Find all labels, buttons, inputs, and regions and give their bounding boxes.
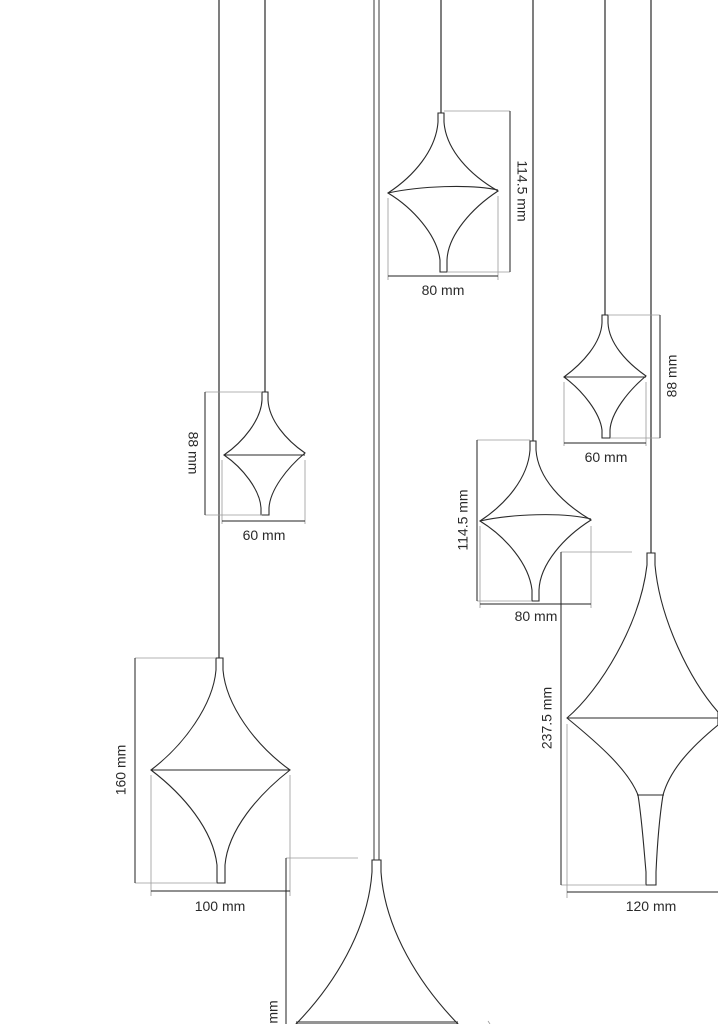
lamp-e-width-label: 80 mm xyxy=(515,608,558,624)
lamp-a-shade xyxy=(223,391,306,516)
lamp-g-height-label: mm xyxy=(265,1000,281,1023)
lamp-c-height-label: 114.5 mm xyxy=(514,160,530,221)
suspension-cords xyxy=(218,0,652,862)
lamp-d: 88 mm 60 mm xyxy=(563,314,680,465)
lamp-e-height-label: 114.5 mm xyxy=(455,489,471,550)
lamp-c: 114.5 mm 80 mm xyxy=(386,110,530,298)
lamp-a-height-label: 88 mm xyxy=(185,432,201,475)
lamp-f-width-label: 120 mm xyxy=(626,898,677,914)
lamp-c-band xyxy=(387,185,499,194)
lamp-g-shade xyxy=(295,859,459,1024)
lamp-a: 88 mm 60 mm xyxy=(185,391,306,543)
lamp-b-width-label: 100 mm xyxy=(195,898,246,914)
lamp-g: mm xyxy=(265,857,491,1024)
lamp-e-shade xyxy=(478,440,593,602)
lamp-e: 114.5 mm 80 mm xyxy=(455,439,593,624)
lamp-d-width-label: 60 mm xyxy=(585,449,628,465)
lamp-e-band xyxy=(479,514,592,522)
lamp-f: 237.5 mm 120 mm xyxy=(539,551,718,914)
lamp-f-shade xyxy=(566,552,718,886)
lamp-a-width-label: 60 mm xyxy=(243,527,286,543)
lamp-b-height-label: 160 mm xyxy=(113,745,129,796)
lamp-b: 160 mm 100 mm xyxy=(113,657,291,914)
lamp-d-height-label: 88 mm xyxy=(664,355,680,398)
lamp-f-height-label: 237.5 mm xyxy=(539,687,555,749)
lamp-c-width-label: 80 mm xyxy=(422,282,465,298)
